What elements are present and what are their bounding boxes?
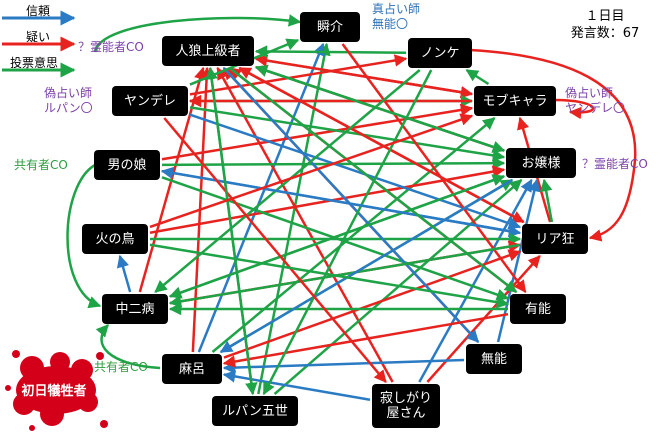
day-label: １日目 <box>585 9 625 24</box>
edge-trust-riakyo-otoko <box>160 166 521 235</box>
victim-label: 初日犠牲者 <box>21 384 87 399</box>
edge-trust-ojou-maro <box>219 178 513 354</box>
curve-doubt-mobu-yandere-arc <box>554 98 595 120</box>
edge-trust-munou-maro <box>222 358 465 374</box>
edge-vote-nonke-jinro <box>254 45 407 58</box>
edge-vote-hinotori-yuunou <box>149 243 510 309</box>
edge-vote-mobu-nonke <box>465 68 490 86</box>
edge-vote-jinro-yuunou <box>228 67 518 293</box>
edge-doubt-sabishi-jinro <box>216 66 394 383</box>
legend-label-doubt: 疑い <box>26 30 51 44</box>
annotation-fake-seer-mobu: 偽占い師 ヤンデレ〇 <box>565 86 626 115</box>
blood-splatter-icon <box>5 350 108 431</box>
edge-trust-maro-shunsuke <box>197 42 325 353</box>
node-riakyo[interactable]: リア狂 <box>522 224 588 254</box>
node-ojou[interactable]: お嬢様 <box>506 148 576 178</box>
node-label: お嬢様 <box>521 155 561 171</box>
node-label: ルパン五世 <box>222 403 288 419</box>
day-info: １日目 発言数：67 <box>560 8 650 42</box>
edge-doubt-otoko-mobu <box>161 103 474 161</box>
node-label: リア狂 <box>535 231 575 247</box>
curve-vote-jinro-shunsuke <box>93 14 302 53</box>
edge-doubt-yandere-sabishi <box>163 117 387 383</box>
node-munou[interactable]: 無能 <box>466 344 522 374</box>
node-label: 無能 <box>480 351 507 367</box>
annotation-true-seer: 真占い師 無能〇 <box>372 2 421 31</box>
edge-vote-riakyo-ojou <box>540 178 554 223</box>
curve-doubt-nonke-riakyo <box>469 48 637 242</box>
edge-trust-sabishi-maro <box>222 370 371 402</box>
node-shunsuke[interactable]: 瞬介 <box>300 12 360 42</box>
edge-vote-maro-mobu <box>211 117 496 353</box>
node-lupin[interactable]: ルパン五世 <box>212 396 298 426</box>
node-label: 瞬介 <box>316 19 343 35</box>
edge-doubt-maro-riakyo <box>223 249 522 359</box>
annotation-fake-seer-yandere: 偽占い師 ルパン〇 <box>44 86 93 115</box>
edge-trust-chuuni-hinotori <box>116 254 132 293</box>
annotation-medium-co-ojou: ？霊能者CO <box>582 157 648 171</box>
curve-vote-otoko-chuuni <box>66 163 102 309</box>
annotation-shared-co-otoko: 共有者CO <box>14 158 68 172</box>
edge-vote-nonke-lupin <box>262 69 433 396</box>
node-label: 火の鳥 <box>95 231 135 247</box>
node-nonke[interactable]: ノンケ <box>408 38 472 68</box>
node-yandere[interactable]: ヤンデレ <box>112 86 188 116</box>
annotation-medium-co-jinro: ？霊能者CO <box>78 40 144 54</box>
legend-label-trust: 信頼 <box>26 4 51 18</box>
node-label: モブキャラ <box>482 93 548 109</box>
legend-arrows <box>2 10 76 78</box>
edge-trust-jinro-munou <box>222 67 480 343</box>
node-mobu[interactable]: モブキャラ <box>474 86 556 116</box>
node-label: 中二病 <box>115 301 155 317</box>
node-label: 男の娘 <box>107 157 147 173</box>
edge-vote-ojou-chuuni <box>168 175 505 299</box>
node-otoko[interactable]: 男の娘 <box>94 150 160 180</box>
node-label: 麻呂 <box>178 361 205 377</box>
legend-label-vote: 投票意思 <box>10 56 59 70</box>
annotation-shared-co-maro: 共有者CO <box>94 360 148 374</box>
node-label: ノンケ <box>420 45 460 61</box>
curved-edges <box>66 14 637 370</box>
edge-vote-lupin-shunsuke <box>257 42 331 395</box>
edge-vote-riakyo-chuuni <box>168 243 521 308</box>
edge-doubt-yandere-nonke <box>189 54 408 96</box>
edge-doubt-shunsuke-yuunou <box>341 43 527 294</box>
edge-lines <box>116 38 554 402</box>
node-chuuni[interactable]: 中二病 <box>102 294 168 324</box>
node-maro[interactable]: 麻呂 <box>162 354 222 384</box>
curve-vote-maro-chuuni <box>95 324 161 370</box>
node-label: 有能 <box>524 301 551 317</box>
edge-vote-lupin-jinro <box>205 66 255 395</box>
edge-doubt-yuunou-maro <box>222 312 509 368</box>
node-label: 人狼上級者 <box>175 43 241 59</box>
edge-vote-ojou-jinro <box>254 64 505 152</box>
edge-doubt-jinro-riakyo <box>238 66 525 224</box>
edge-doubt-hinotori-mobu <box>149 113 474 229</box>
node-yuunou[interactable]: 有能 <box>510 294 566 324</box>
node-label: 寂しがり 屋さん <box>379 391 432 421</box>
node-jinro[interactable]: 人狼上級者 <box>162 36 254 66</box>
statement-count: 発言数：67 <box>570 26 640 41</box>
edge-doubt-jinro-mobu <box>255 57 474 99</box>
node-sabishi[interactable]: 寂しがり 屋さん <box>372 384 440 428</box>
node-label: ヤンデレ <box>123 93 176 109</box>
node-hinotori[interactable]: 火の鳥 <box>82 224 148 254</box>
